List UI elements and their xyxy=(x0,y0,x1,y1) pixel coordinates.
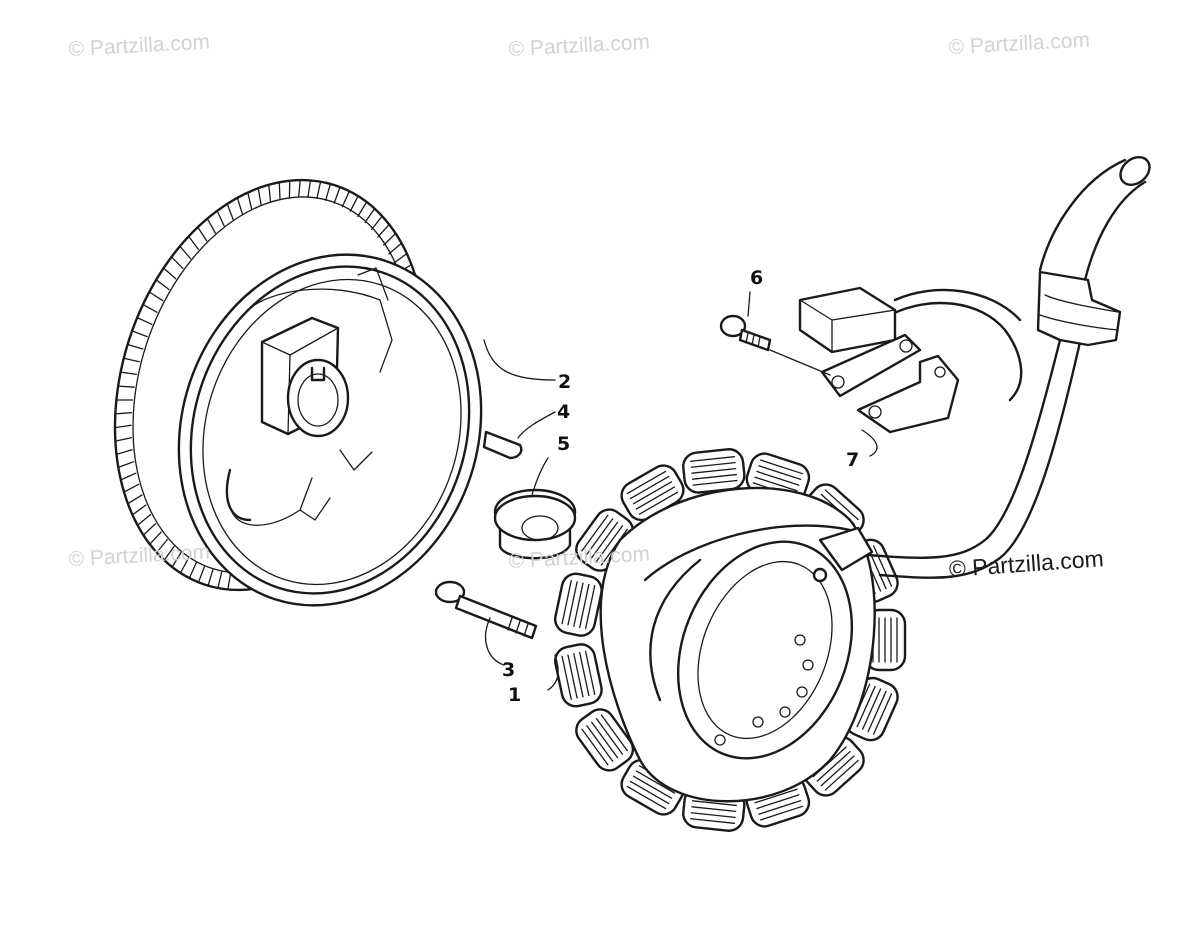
callout-1: 1 xyxy=(508,684,521,706)
callout-5: 5 xyxy=(557,433,570,455)
callout-2: 2 xyxy=(558,371,571,393)
stator xyxy=(553,448,905,832)
wire-harness xyxy=(868,152,1155,578)
pickup-coil xyxy=(800,288,920,396)
woodruff-key xyxy=(484,432,521,458)
callout-3: 3 xyxy=(502,659,515,681)
callout-7: 7 xyxy=(846,449,859,471)
callout-6: 6 xyxy=(750,267,763,289)
pickup-screw xyxy=(721,316,770,350)
callout-4: 4 xyxy=(557,401,570,423)
flywheel xyxy=(64,140,525,645)
